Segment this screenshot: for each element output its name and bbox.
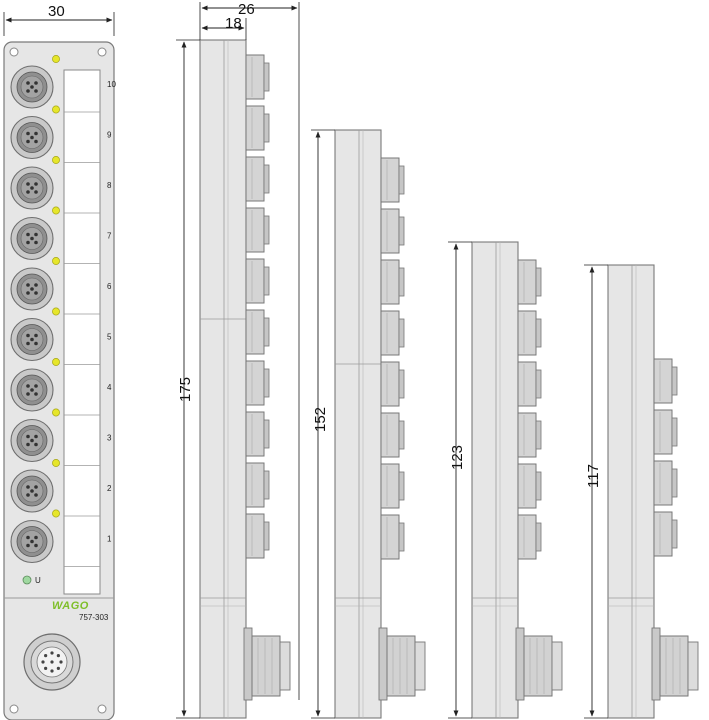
channel-led	[52, 105, 60, 114]
slot-number: 8	[107, 181, 112, 190]
slot-number: 1	[107, 535, 112, 544]
status-led	[22, 575, 32, 585]
slot-number: 7	[107, 232, 112, 241]
slot-number: 5	[107, 333, 112, 342]
side-fieldbus-connector	[378, 627, 426, 701]
side-m8-connector	[517, 361, 542, 407]
side-m8-connector	[380, 157, 405, 203]
side-m8-connector	[653, 358, 678, 404]
model-number: 757-303	[79, 613, 109, 622]
brand-logo: WAGO	[52, 600, 89, 612]
dimension-height-4: 117	[584, 264, 608, 719]
dimension-height-8-label: 152	[312, 407, 329, 432]
channel-led	[52, 459, 60, 467]
side-m8-connector	[653, 511, 678, 557]
m8-connector	[10, 267, 54, 311]
dimension-height-6: 123	[448, 241, 472, 719]
side-views	[199, 39, 699, 719]
side-view-10-slot	[199, 39, 291, 719]
m8-connector	[10, 469, 54, 513]
channel-led	[52, 257, 60, 265]
side-m8-connector	[517, 463, 542, 509]
marker-strip	[63, 69, 101, 595]
side-m8-connector	[517, 412, 542, 458]
side-m8-connector	[245, 309, 270, 355]
side-m8-connector	[517, 514, 542, 560]
side-m8-connector	[517, 310, 542, 356]
side-m8-connector	[245, 105, 270, 151]
channel-led	[52, 206, 60, 215]
slot-number: 9	[107, 131, 112, 140]
channel-led	[52, 55, 60, 63]
side-m8-connector	[380, 361, 405, 407]
dimension-width-label: 30	[48, 3, 65, 20]
mounting-hole-top-right	[97, 47, 107, 57]
dimension-height-4-label: 117	[585, 464, 602, 488]
front-view: 10 9 8 7 6 5 4 3 2 1 U WAGO 757-303	[3, 41, 116, 720]
mounting-hole-top-left	[9, 47, 19, 57]
m8-connector	[10, 317, 54, 362]
dimension-height-10-label: 175	[177, 377, 194, 402]
side-view-4-slot	[607, 264, 699, 719]
side-m8-connector	[380, 514, 405, 560]
side-view-6-slot	[471, 241, 563, 719]
side-fieldbus-connector	[651, 627, 699, 701]
side-m8-connector	[380, 310, 405, 356]
channel-led	[52, 509, 60, 518]
m8-connector	[10, 519, 54, 564]
dimension-depth-body: 18	[201, 15, 247, 40]
side-view-8-slot	[334, 129, 426, 719]
dimension-width: 30	[3, 3, 115, 36]
m8-connector	[10, 65, 54, 109]
side-fieldbus-connector	[243, 627, 291, 701]
side-m8-connector	[245, 360, 270, 406]
slot-number: 3	[107, 434, 112, 443]
dimension-depth-total-label: 26	[238, 1, 255, 18]
side-m8-connector	[653, 409, 678, 455]
m8-connector	[10, 166, 54, 210]
side-m8-connector	[245, 207, 270, 253]
slot-number: 6	[107, 282, 112, 291]
mounting-hole-bottom-left	[9, 704, 19, 714]
channel-led	[52, 307, 60, 316]
dimension-height-8: 152	[311, 129, 335, 719]
dimension-height-6-label: 123	[449, 445, 466, 470]
slot-number: 4	[107, 383, 112, 392]
m8-connector	[10, 216, 54, 261]
side-m8-connector	[653, 460, 678, 506]
slot-number: 2	[107, 484, 112, 493]
side-m8-connector	[245, 156, 270, 202]
side-m8-connector	[380, 259, 405, 305]
m8-connector	[10, 368, 54, 412]
fieldbus-connector	[23, 633, 81, 691]
side-m8-connector	[245, 462, 270, 508]
side-m8-connector	[380, 208, 405, 254]
slot-number: 10	[107, 80, 116, 89]
status-led-label: U	[35, 576, 41, 585]
m8-connector	[10, 418, 54, 463]
side-m8-connector	[245, 513, 270, 559]
mounting-hole-bottom-right	[97, 704, 107, 714]
side-m8-connector	[245, 258, 270, 304]
channel-led	[52, 156, 60, 164]
side-m8-connector	[245, 54, 270, 100]
dimension-height-10: 175	[176, 39, 200, 719]
side-fieldbus-connector	[515, 627, 563, 701]
side-m8-connector	[517, 259, 542, 305]
m8-connector-column	[10, 55, 60, 564]
channel-led	[52, 408, 60, 417]
side-m8-connector	[245, 411, 270, 457]
dimension-depth-total: 26	[199, 1, 300, 700]
m8-connector	[10, 115, 54, 160]
side-m8-connector	[380, 412, 405, 458]
dimension-depth-body-label: 18	[225, 15, 242, 32]
channel-led	[52, 358, 60, 366]
side-m8-connector	[380, 463, 405, 509]
